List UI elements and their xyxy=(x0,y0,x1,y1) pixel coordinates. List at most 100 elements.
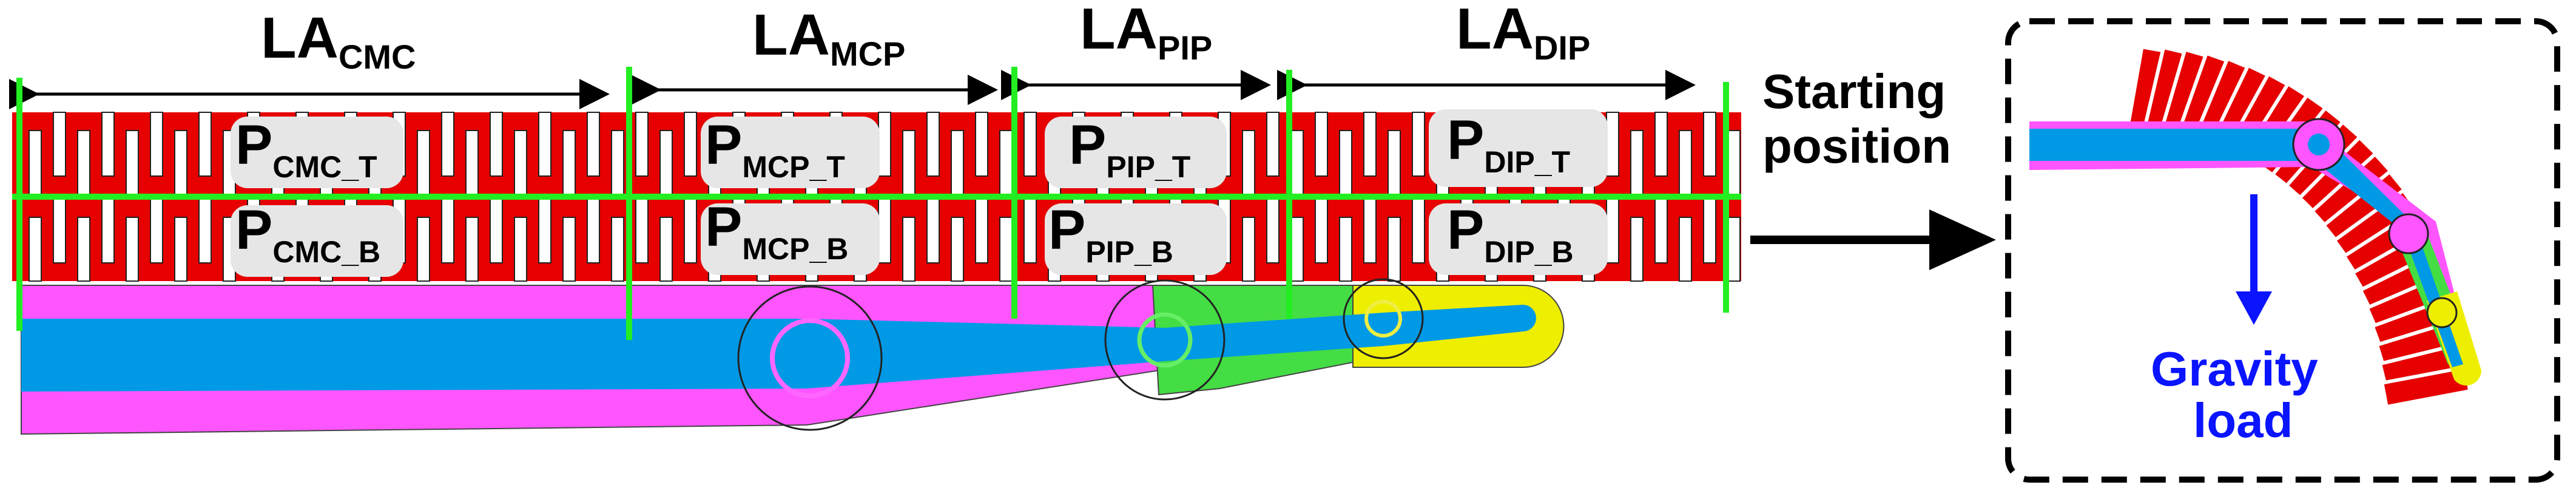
dip-section-label: LADIP xyxy=(1456,0,1590,67)
chamber-dip-b: PDIP_B xyxy=(1429,199,1608,275)
bellows-slot xyxy=(1630,217,1644,282)
pip-joint-pin xyxy=(1137,312,1193,368)
bellows-slot xyxy=(538,199,551,263)
bellows-slot xyxy=(465,217,479,282)
dip-joint-pin xyxy=(1364,300,1402,338)
bellows-slot xyxy=(1387,217,1401,282)
bellows-slot xyxy=(1290,130,1304,195)
bellows-slot xyxy=(926,112,940,177)
inset-mcp-pin xyxy=(2308,134,2330,155)
bellows-slot xyxy=(53,199,66,263)
svg-text:PMCP_B: PMCP_B xyxy=(705,196,848,266)
bellows-slot xyxy=(951,130,964,195)
mcp-joint-pin xyxy=(770,318,850,398)
bellows-slot xyxy=(1654,199,1668,263)
bellows-slot xyxy=(1387,130,1401,195)
inset-dip-joint xyxy=(2426,297,2458,328)
bellows-slot xyxy=(1266,112,1280,177)
bellows-slot xyxy=(1290,217,1304,282)
gravity-label: Gravity xyxy=(2151,342,2318,396)
bellows-slot xyxy=(635,112,649,177)
mcp-section-label: LAMCP xyxy=(752,2,905,73)
bellows-slot xyxy=(659,217,673,282)
bellows-slot xyxy=(174,217,187,282)
svg-text:PPIP_T: PPIP_T xyxy=(1069,114,1190,184)
finger-bones xyxy=(21,278,1565,435)
bellows-slot xyxy=(101,112,115,177)
bellows-slot xyxy=(975,112,988,177)
gravity-arrow-icon xyxy=(2236,291,2272,325)
bellows-slot xyxy=(77,217,90,282)
bellows-slot xyxy=(514,217,527,282)
bellows-slot xyxy=(29,217,42,282)
chamber-labels: PCMC_T PMCP_T PPIP_T PDIP_T PCMC_B PMCP_… xyxy=(231,109,1608,277)
bellows-slot xyxy=(587,199,600,263)
bellows-slot xyxy=(1630,130,1644,195)
bellows-slot xyxy=(1727,217,1741,282)
bellows-slot xyxy=(1606,112,1619,177)
bellows-slot xyxy=(1315,112,1328,177)
bellows-slot xyxy=(1242,217,1255,282)
pip-joint xyxy=(1104,279,1226,401)
bellows-slot xyxy=(902,217,915,282)
bellows-slot xyxy=(926,199,940,263)
bellows-slot xyxy=(1679,130,1692,195)
bone-blue-core xyxy=(21,305,1536,392)
inset-panel: Gravity load xyxy=(2005,18,2560,483)
bellows-slot xyxy=(878,112,891,177)
bellows-slot xyxy=(490,199,503,263)
bellows-slot xyxy=(1266,199,1280,263)
starting-position-arrow: Starting position xyxy=(1750,64,1996,270)
arrow-head-icon xyxy=(1929,209,1996,270)
bellows-slot xyxy=(1703,112,1716,177)
bellows-slot xyxy=(1412,112,1425,177)
bellows-slot xyxy=(417,217,430,282)
svg-text:PPIP_B: PPIP_B xyxy=(1048,199,1173,269)
bellows-slot xyxy=(198,199,212,263)
bellows-slot xyxy=(441,112,454,177)
bellows-slot xyxy=(29,130,42,195)
svg-text:PCMC_T: PCMC_T xyxy=(235,114,377,184)
bellows-slot xyxy=(1023,112,1037,177)
bellows-slot xyxy=(587,112,600,177)
bellows-slot xyxy=(684,112,697,177)
bellows-slot xyxy=(441,199,454,263)
bellows-slot xyxy=(1727,130,1741,195)
svg-text:PDIP_T: PDIP_T xyxy=(1447,109,1570,179)
load-label: load xyxy=(2193,393,2293,447)
chamber-mcp-t: PMCP_T xyxy=(701,114,880,188)
bellows-slot xyxy=(1606,199,1619,263)
bellows-slot xyxy=(635,199,649,263)
bellows-slot xyxy=(465,130,479,195)
dip-joint xyxy=(1343,278,1424,359)
bellows-slot xyxy=(417,130,430,195)
bellows-slot xyxy=(1703,199,1716,263)
bellows-slot xyxy=(878,199,891,263)
bellows-slot xyxy=(951,217,964,282)
chamber-mcp-b: PMCP_B xyxy=(701,196,880,275)
section-dividers xyxy=(12,67,1741,340)
bellows-slot xyxy=(999,130,1013,195)
svg-text:PCMC_B: PCMC_B xyxy=(235,199,380,269)
bellows-slot xyxy=(490,112,503,177)
bellows-slot xyxy=(562,130,576,195)
bellows-slot xyxy=(659,130,673,195)
bellows-slot xyxy=(1363,112,1377,177)
chamber-cmc-t: PCMC_T xyxy=(231,114,403,188)
bellows-slot xyxy=(174,130,187,195)
bellows-slot xyxy=(562,217,576,282)
bellows-slot xyxy=(53,112,66,177)
bellows-slot xyxy=(150,199,163,263)
section-labels: LACMC LAMCP LAPIP LADIP xyxy=(9,0,1696,109)
inset-pip-joint xyxy=(2388,213,2429,254)
bellows-slot xyxy=(1363,199,1377,263)
starting-label: Starting xyxy=(1762,64,1946,118)
bellows-slot xyxy=(1339,217,1352,282)
svg-text:PMCP_T: PMCP_T xyxy=(705,114,845,184)
inset-dashed-border xyxy=(2005,18,2560,483)
pip-section-label: LAPIP xyxy=(1080,0,1212,67)
bellows-slot xyxy=(684,199,697,263)
cmc-section-label: LACMC xyxy=(261,5,416,76)
bellows-slot xyxy=(1654,112,1668,177)
